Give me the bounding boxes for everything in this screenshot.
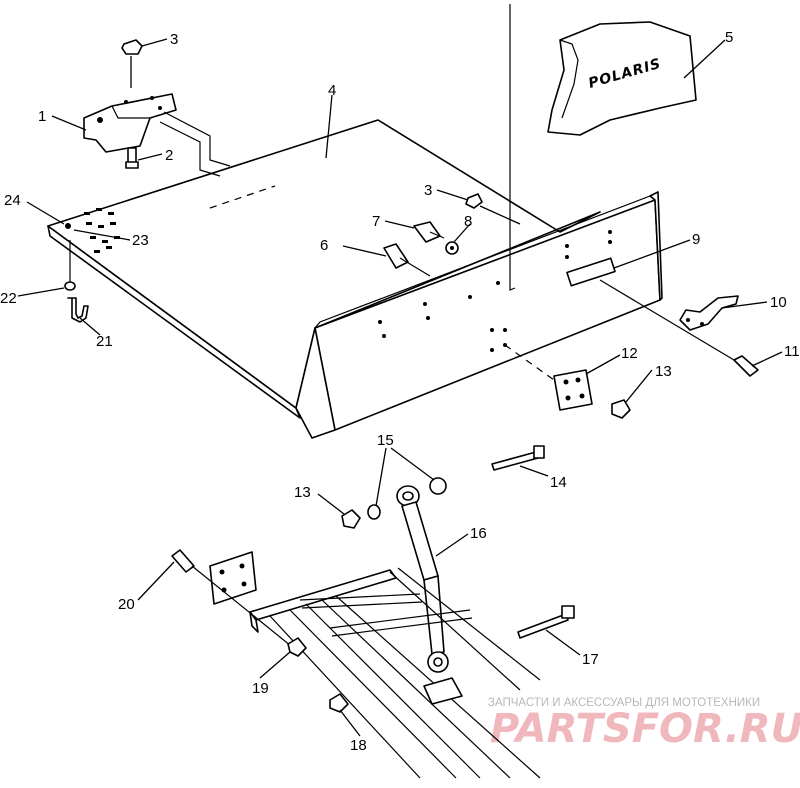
callout-4: 4	[328, 82, 336, 99]
callout-22: 22	[0, 290, 17, 307]
callout-9: 9	[692, 231, 700, 248]
callout-leaders	[17, 38, 783, 737]
handle-assembly	[599, 279, 759, 377]
callout-18: 18	[350, 737, 367, 754]
callout-2: 2	[165, 147, 173, 164]
callout-24: 24	[4, 192, 21, 209]
callout-14: 14	[550, 474, 567, 491]
shock-assembly	[341, 445, 575, 673]
callout-19: 19	[252, 680, 269, 697]
wall-holes	[378, 230, 612, 352]
watermark: ЗАПЧАСТИ И АКСЕССУАРЫ ДЛЯ МОТОТЕХНИКИ PA…	[488, 697, 800, 752]
callout-11: 11	[784, 343, 800, 360]
lower-plate-hardware	[171, 549, 349, 713]
watermark-caption: ЗАПЧАСТИ И АКСЕССУАРЫ ДЛЯ МОТОТЕХНИКИ	[488, 697, 760, 709]
callout-12: 12	[621, 345, 638, 362]
seat-base-plate	[47, 119, 663, 439]
callout-3-wall: 3	[424, 182, 432, 199]
u-clip-hardware	[64, 240, 89, 323]
mount-plate-12	[504, 344, 631, 419]
callout-15: 15	[377, 432, 394, 449]
callout-labels: 1 2 3 3 4 5 6 7 8 9 10 11 12 13 13 14 15…	[0, 29, 800, 754]
frame-rails	[249, 567, 541, 779]
callout-3-top: 3	[170, 31, 178, 48]
callout-17: 17	[582, 651, 599, 668]
callout-1: 1	[38, 108, 46, 125]
seat-backrest: POLARIS	[547, 21, 697, 136]
callout-6: 6	[320, 237, 328, 254]
callout-7: 7	[372, 213, 380, 230]
wall-hardware	[383, 193, 521, 277]
callout-23: 23	[132, 232, 149, 249]
callout-5: 5	[725, 29, 733, 46]
callout-20: 20	[118, 596, 135, 613]
callout-21: 21	[96, 333, 113, 350]
callout-16: 16	[470, 525, 487, 542]
bracket-assembly	[83, 39, 231, 177]
watermark-brand: PARTSFOR.RU	[490, 706, 800, 752]
callout-13-left: 13	[294, 484, 311, 501]
callout-8: 8	[464, 213, 472, 230]
callout-13-right: 13	[655, 363, 672, 380]
callout-10: 10	[770, 294, 787, 311]
